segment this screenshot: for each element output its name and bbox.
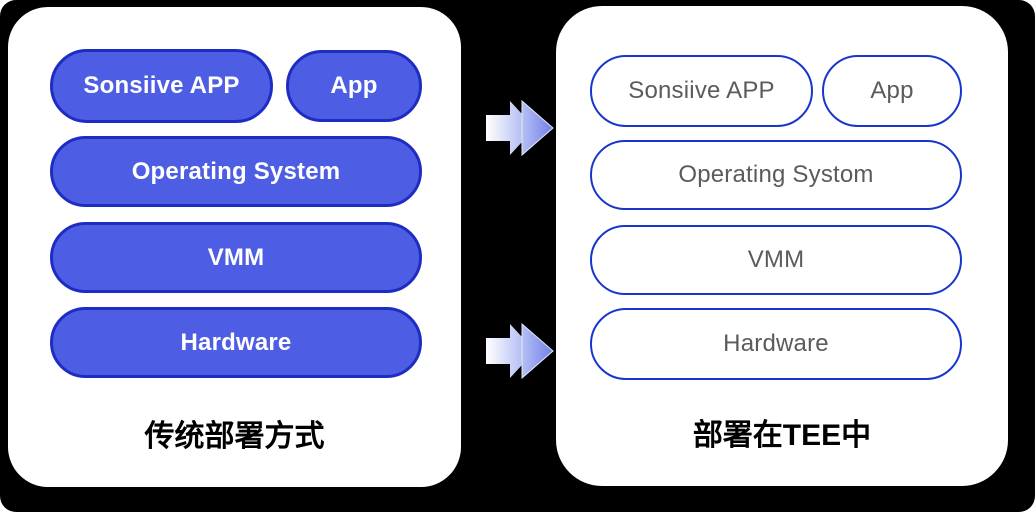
tee-deployment-label: 部署在TEE中 <box>692 419 872 452</box>
stack-block-vmm: VMM <box>590 225 962 295</box>
stack-block-label: VMM <box>747 246 805 273</box>
stack-block-label: App <box>330 72 378 99</box>
tee-deployment-card: Sonsiive APP App Operating Systom VMM Ha… <box>556 6 1008 486</box>
double-chevron-right-icon <box>486 323 554 379</box>
stack-block-label: App <box>870 77 914 104</box>
stack-block-sonsiive-app: Sonsiive APP <box>50 49 273 123</box>
double-chevron-right-icon <box>486 100 554 156</box>
stack-block-label: Sonsiive APP <box>628 77 775 104</box>
stack-block-label: Operating System <box>131 157 341 185</box>
stack-block-operating-system: Operating System <box>50 136 422 207</box>
stack-block-label: Hardware <box>723 330 829 357</box>
stack-block-operating-system: Operating Systom <box>590 140 962 210</box>
stack-block-label: Sonsiive APP <box>83 72 240 99</box>
traditional-deployment-label: 传统部署方式 <box>144 420 325 453</box>
stack-block-vmm: VMM <box>50 222 422 293</box>
stack-block-label: Hardware <box>180 328 292 356</box>
stack-block-app: App <box>286 50 422 122</box>
stack-block-label: Operating Systom <box>678 161 874 188</box>
traditional-deployment-card: Sonsiive APP App Operating System VMM Ha… <box>8 7 461 487</box>
stack-block-app: App <box>822 55 962 127</box>
stack-block-label: VMM <box>207 243 265 271</box>
stack-block-hardware: Hardware <box>50 307 422 378</box>
stack-block-sonsiive-app: Sonsiive APP <box>590 55 813 127</box>
stack-block-hardware: Hardware <box>590 308 962 380</box>
